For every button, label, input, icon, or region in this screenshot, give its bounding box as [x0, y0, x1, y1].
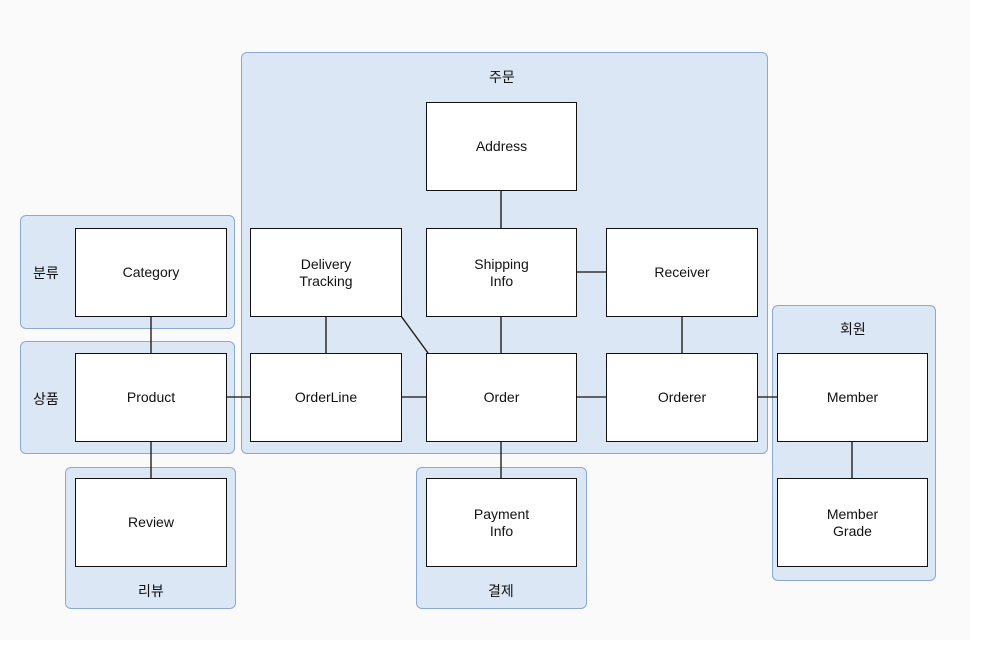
node-category: Category: [75, 228, 227, 317]
node-payment-info: Payment Info: [426, 478, 577, 567]
node-shipping-info: Shipping Info: [426, 228, 577, 317]
group-label-order: 주문: [489, 69, 515, 85]
node-delivery-tracking: Delivery Tracking: [250, 228, 402, 317]
node-orderer: Orderer: [606, 353, 758, 442]
node-order: Order: [426, 353, 577, 442]
node-member-grade: Member Grade: [777, 478, 928, 567]
node-review: Review: [75, 478, 227, 567]
group-label-product: 상품: [33, 391, 59, 407]
node-member: Member: [777, 353, 928, 442]
node-orderline: OrderLine: [250, 353, 402, 442]
node-address: Address: [426, 102, 577, 191]
group-label-member: 회원: [840, 321, 866, 337]
group-label-review: 리뷰: [138, 583, 164, 599]
node-product: Product: [75, 353, 227, 442]
connector-lines: [150, 190, 853, 479]
group-label-payment: 결제: [488, 583, 514, 599]
diagram-canvas: 주문 분류 상품 리뷰 결제 회원 Address Category Deliv…: [20, 52, 936, 609]
node-receiver: Receiver: [606, 228, 758, 317]
edge-delivery-order: [400, 315, 429, 354]
group-label-category: 분류: [33, 265, 59, 281]
